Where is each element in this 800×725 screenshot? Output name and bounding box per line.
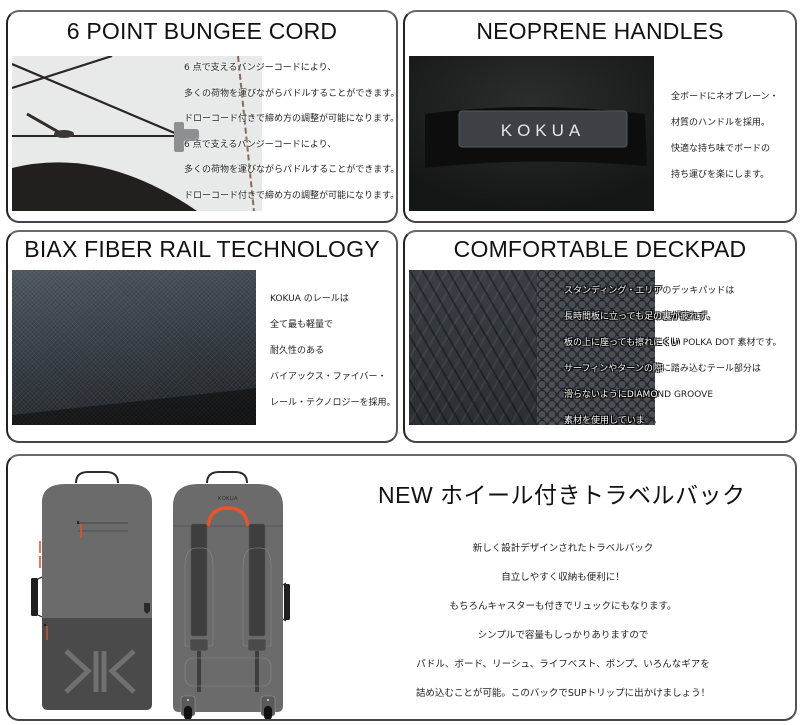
travel-bag-front-icon [31,471,152,710]
deckpad-panel: COMFORTABLE DECKPAD スタンディング・エリアのデッキパッドは … [403,230,797,443]
panel-title: COMFORTABLE DECKPAD [453,236,747,262]
description-line: ドローコード付きで締め方の調整が可能になります。 [184,114,398,124]
svg-text:KOKUA: KOKUA [218,496,238,502]
handle-illustration-icon: KOKUA [409,56,654,211]
description-line: 全ボードにネオプレーン・ [671,92,779,102]
bungee-illustration-icon [12,56,262,211]
bungee-cord-panel: 6 POINT BUNGEE CORD 6 点で支えるバンジーコードにより、 多… [6,10,398,223]
bungee-description: 6 点で支えるバンジーコードにより、 多くの荷物を運びながらパドルすることができ… [184,56,398,209]
description-line: 材質のハンドルを採用。 [671,118,771,128]
description-line: 板の上に座っても擦れにくい POLKA DOT 素材です。 [564,338,782,348]
description-line: もちろんキャスターも付きでリュックにもなります。 [449,601,677,612]
description-line: 多くの荷物を運びながらパドルすることができます。 [184,88,398,99]
travel-bag-panel: KOKUA NEW ホイール付きトラベルバック 新しく設計デザインされたトラベル… [6,454,797,721]
description-line: ドローコード付きで締め方の調整が可能になります。 [184,190,398,201]
description-line: パドル、ボード、リーシュ、ライフベスト、ポンプ、いろんなギアを [416,659,710,670]
rail-description: KOKUA のレールは 全て最も軽量で 耐久性のある バイアックス・ファイバー・… [270,286,395,416]
description-line: 快適な持ち味でボードの [671,144,771,154]
description-line: バイアックス・ファイバー・ [270,372,387,382]
description-line: 6 点で支えるバンジーコードにより、 [184,63,337,73]
description-line: 多くの荷物を運びながらパドルすることができます。 [184,165,398,175]
description-line: スタンディング・エリアのデッキパッドは [564,286,735,296]
rail-curve-icon [12,388,256,425]
travel-bag-description: 新しく設計デザインされたトラベルバック 自立しやすく収納も便利に！ もちろんキャ… [368,534,758,708]
deckpad-description: スタンディング・エリアのデッキパッドは 長時間板に立っても足の裏が疲れず、 板の… [564,278,782,434]
description-line: 耐久性のある [270,346,325,356]
handles-description: 全ボードにネオプレーン・ 材質のハンドルを採用。 快適な持ち味でボードの 持ち運… [671,84,779,188]
neoprene-handles-panel: NEOPRENE HANDLES KOKUA 全ボードにネオプレーン・ 材質のハ… [403,10,797,223]
description-line: 滑らないようにDIAMOND GROOVE [564,390,714,400]
neoprene-handle-photo: KOKUA [409,56,654,211]
biax-fiber-rail-photo [12,270,256,425]
description-line: 全て最も軽量で [270,320,334,330]
deckpad-texture-photo [409,270,655,425]
biax-rail-panel: BIAX FIBER RAIL TECHNOLOGY KOKUA のレールは 全… [6,230,398,443]
description-line: 長時間板に立っても足の裏が疲れず、 [564,312,716,322]
panel-title: NEW ホイール付きトラベルバック [378,482,746,508]
panel-title: 6 POINT BUNGEE CORD [66,18,338,44]
description-line: 6 点で支えるバンジーコードにより、 [184,139,337,150]
description-line: レール・テクノロジーを採用。 [270,398,396,408]
description-line: 新しく設計デザインされたトラベルバック [472,543,654,554]
description-line: シンプルで容量もしっかりありますので [477,630,649,641]
panel-title: NEOPRENE HANDLES [476,18,724,44]
polka-dot-texture [537,270,655,425]
diamond-groove-texture [409,270,537,425]
description-line: 持ち運びを楽にします。 [671,170,770,180]
travel-bag-back-icon: KOKUA [173,471,290,719]
description-line: 素材を使用しています。 [564,416,662,426]
svg-text:KOKUA: KOKUA [501,121,586,140]
panel-title: BIAX FIBER RAIL TECHNOLOGY [24,236,380,262]
bungee-cord-photo [12,56,262,211]
description-line: KOKUA のレールは [270,294,349,304]
description-line: 詰め込むことが可能。このバックでSUPトリップに出かけましょう！ [415,688,711,699]
description-line: サーフィンやターンの際に踏み込むテール部分は [564,364,761,374]
description-line: 自立しやすく収納も便利に！ [501,572,625,583]
